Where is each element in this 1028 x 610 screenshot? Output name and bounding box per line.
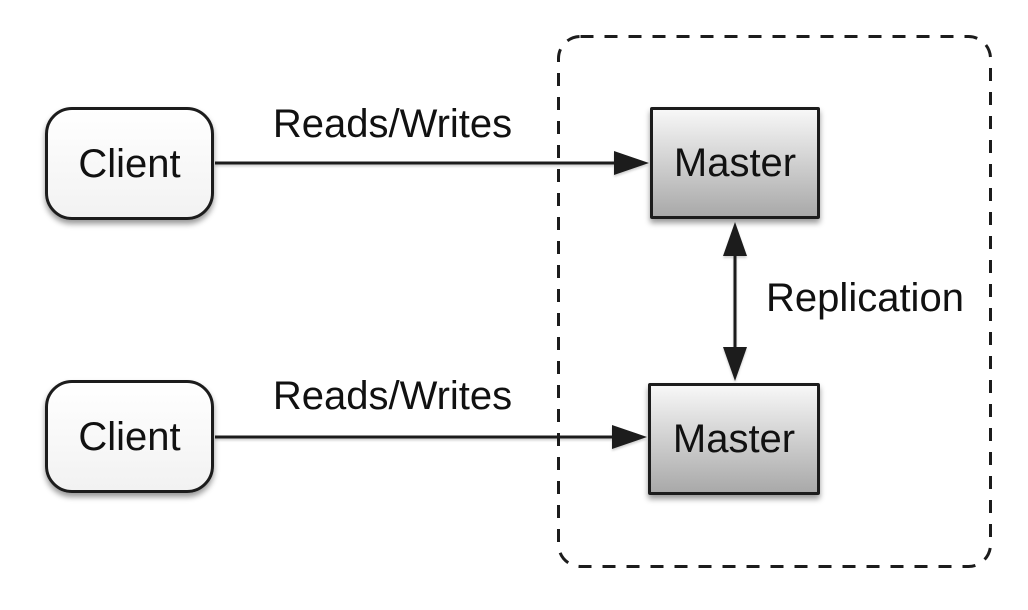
- dashed-group-boundary: [557, 35, 992, 568]
- node-master-top-label: Master: [673, 141, 797, 185]
- reads-writes-arrow-bottom-head: [612, 425, 647, 449]
- node-master-bottom: Master: [648, 383, 820, 495]
- arrows-group: [215, 151, 747, 449]
- node-client-bottom: Client: [45, 380, 214, 493]
- reads-writes-label-top: Reads/Writes: [272, 102, 513, 146]
- replication-arrow-head-down: [723, 347, 747, 381]
- reads-writes-arrow-top: [215, 151, 649, 175]
- reads-writes-label-bottom: Reads/Writes: [272, 374, 513, 418]
- node-master-top: Master: [650, 107, 820, 219]
- reads-writes-arrow-bottom: [215, 425, 647, 449]
- replication-arrow: [723, 222, 747, 381]
- node-client-top-label: Client: [78, 141, 181, 186]
- replication-label: Replication: [766, 276, 964, 320]
- replication-arrow-head-up: [723, 222, 747, 256]
- node-master-bottom-label: Master: [672, 417, 796, 461]
- node-client-top: Client: [45, 107, 214, 220]
- node-client-bottom-label: Client: [78, 414, 181, 459]
- reads-writes-arrow-top-head: [614, 151, 649, 175]
